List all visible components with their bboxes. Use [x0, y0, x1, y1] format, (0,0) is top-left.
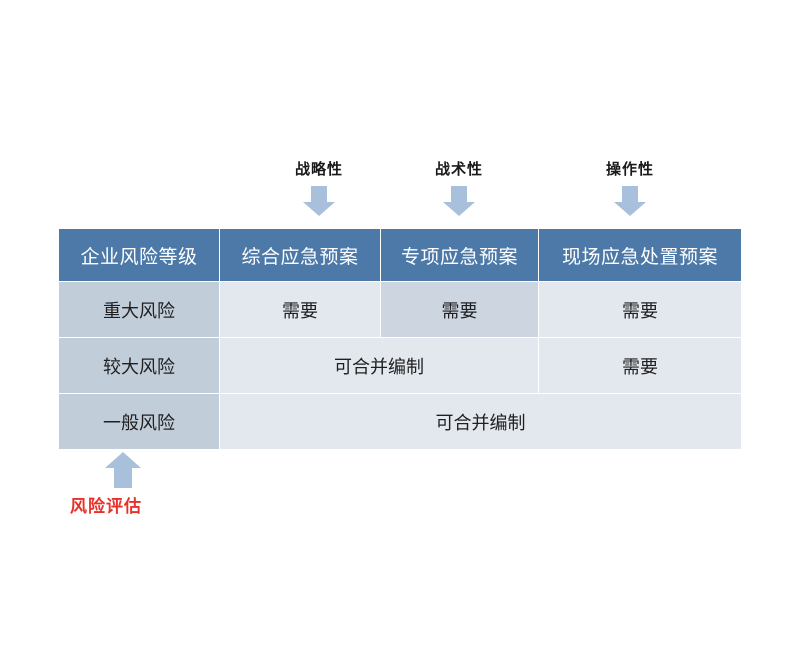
- column-header-onsite-plan: 现场应急处置预案: [539, 229, 741, 281]
- table-row: 一般风险 可合并编制: [59, 394, 741, 449]
- cell-significant-merged: 可合并编制: [220, 338, 538, 393]
- column-header-risk-level: 企业风险等级: [59, 229, 219, 281]
- arrow-down-icon: [443, 186, 475, 216]
- cell-general-merged: 可合并编制: [220, 394, 741, 449]
- risk-plan-table: 企业风险等级 综合应急预案 专项应急预案 现场应急处置预案 重大风险 需要 需要…: [58, 228, 742, 450]
- annotation-strategic: 战略性: [259, 160, 379, 218]
- row-header-significant-risk: 较大风险: [59, 338, 219, 393]
- table-body: 重大风险 需要 需要 需要 较大风险 可合并编制 需要 一般风险 可合并编制: [59, 282, 741, 449]
- annotation-tactical-label: 战术性: [434, 162, 483, 178]
- column-header-comprehensive-plan: 综合应急预案: [220, 229, 380, 281]
- table-header: 企业风险等级 综合应急预案 专项应急预案 现场应急处置预案: [59, 229, 741, 281]
- annotation-tactical: 战术性: [399, 160, 519, 218]
- arrow-down-icon: [303, 186, 335, 216]
- cell-significant-onsite: 需要: [539, 338, 741, 393]
- annotation-operational: 操作性: [570, 160, 690, 218]
- table-row: 重大风险 需要 需要 需要: [59, 282, 741, 337]
- arrow-down-icon: [614, 186, 646, 216]
- cell-major-onsite: 需要: [539, 282, 741, 337]
- table-header-row: 企业风险等级 综合应急预案 专项应急预案 现场应急处置预案: [59, 229, 741, 281]
- column-header-special-plan: 专项应急预案: [381, 229, 538, 281]
- annotation-risk-assessment: [93, 450, 153, 490]
- annotation-strategic-label: 战略性: [294, 162, 343, 178]
- cell-major-special: 需要: [381, 282, 538, 337]
- row-header-general-risk: 一般风险: [59, 394, 219, 449]
- cell-major-comprehensive: 需要: [220, 282, 380, 337]
- arrow-up-icon: [105, 452, 141, 488]
- row-header-major-risk: 重大风险: [59, 282, 219, 337]
- annotation-risk-assessment-label: 风险评估: [70, 497, 142, 516]
- table-row: 较大风险 可合并编制 需要: [59, 338, 741, 393]
- annotation-operational-label: 操作性: [605, 162, 654, 178]
